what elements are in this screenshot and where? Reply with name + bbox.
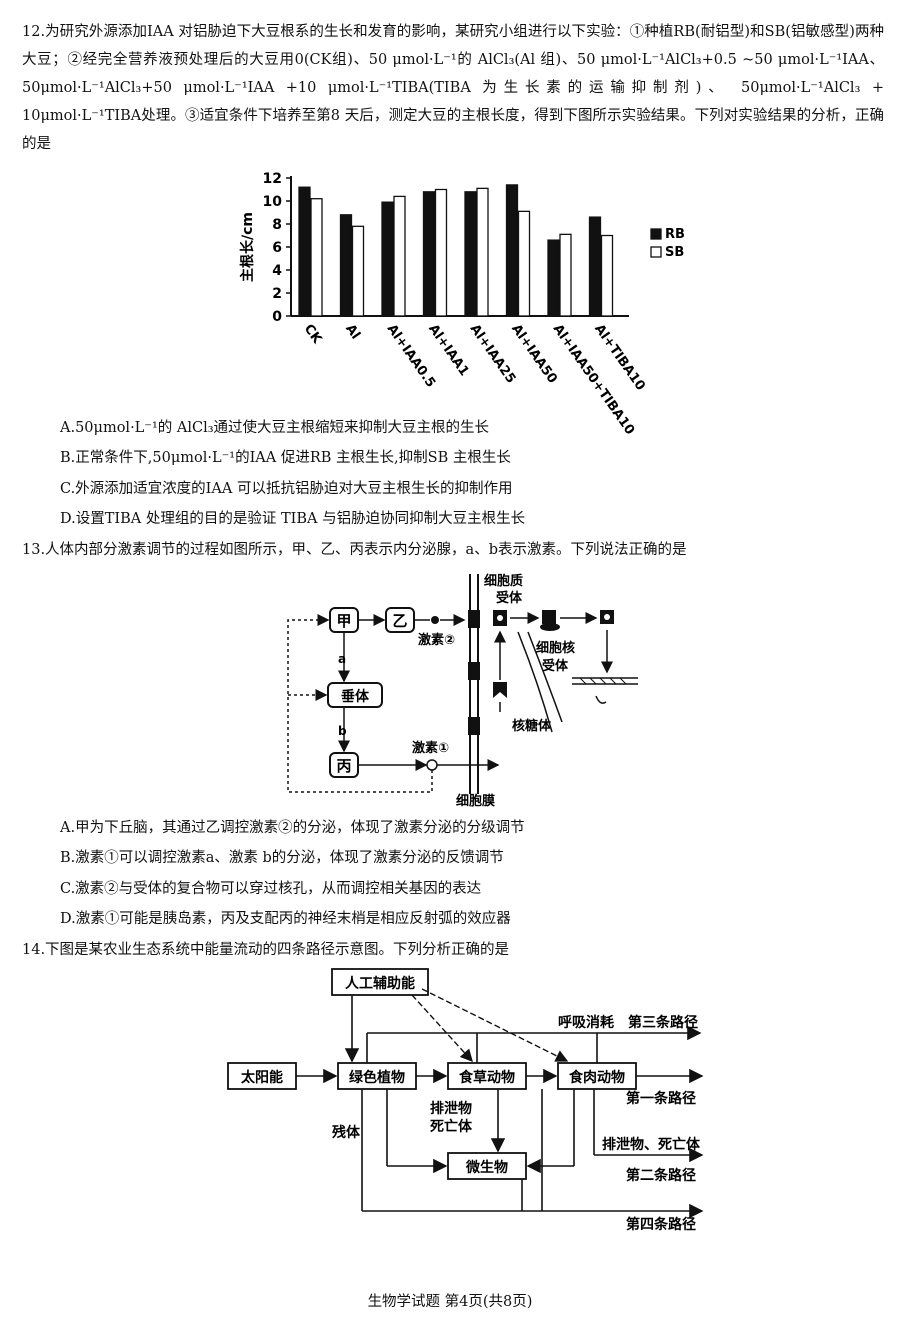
y-tick-label: 6 — [272, 240, 282, 256]
y-tick-label: 10 — [263, 194, 283, 210]
cytoplasm-receptor-label1: 细胞质 — [484, 573, 523, 589]
y-tick-label: 0 — [272, 309, 282, 325]
path1-label: 第一条路径 — [626, 1090, 696, 1107]
x-tick-label: Al+IAA50+TIBA10 — [550, 322, 637, 438]
excreta-label1: 排泄物 — [430, 1100, 472, 1117]
carnivore-box — [557, 1062, 637, 1090]
artificial-energy-box — [331, 968, 429, 996]
q13-option-a: A.甲为下丘脑，其通过乙调控激素②的分泌，体现了激素分泌的分级调节 — [60, 820, 525, 836]
y-tick-label: 2 — [272, 286, 282, 302]
hormone-regulation-diagram: 甲 乙 垂体 丙 激素② a b 激素① 细胞膜 细胞质 受体 核糖体 细胞核 … — [287, 573, 638, 809]
plants-label: 绿色植物 — [349, 1069, 405, 1086]
bar-sb — [310, 198, 323, 317]
q13-option-d: D.激素①可能是胰岛素，丙及支配丙的神经末梢是相应反射弧的效应器 — [60, 911, 511, 927]
q13-option-c: C.激素②与受体的复合物可以穿过核孔，从而调控相关基因的表达 — [60, 881, 482, 897]
bar-rb — [588, 216, 602, 317]
excreta-label2: 死亡体 — [429, 1118, 473, 1135]
ribosome-label: 核糖体 — [512, 718, 552, 734]
cytoplasm-receptor-label2: 受体 — [496, 590, 523, 606]
bar-sb — [434, 188, 448, 317]
legend-swatch-rb — [650, 228, 662, 240]
bar-rb — [339, 214, 353, 317]
q12-option-a: A.50μmol·L⁻¹的 AlCl₃通过使大豆主根缩短来抑制大豆主根的生长 — [60, 420, 490, 436]
bar-rb — [381, 201, 394, 317]
carnivore-label: 食肉动物 — [569, 1069, 625, 1086]
hormone-b-label: b — [338, 724, 347, 738]
y-axis-label: 主根长/cm — [239, 212, 256, 282]
path4-label: 第四条路径 — [626, 1216, 696, 1233]
x-tick-label: Al+IAA1 — [425, 322, 471, 379]
y-tick-label: 8 — [272, 217, 282, 233]
residue-label: 残体 — [332, 1124, 361, 1141]
excreta-dead-label: 排泄物、死亡体 — [602, 1136, 701, 1153]
feedback-dashed-line — [287, 614, 433, 793]
bar-sb — [600, 234, 614, 317]
ribosome-shape — [493, 682, 507, 698]
legend-swatch-sb — [650, 246, 662, 258]
bing-label: 丙 — [336, 757, 351, 775]
nuclear-membrane — [517, 631, 553, 733]
x-tick-label: CK — [301, 322, 325, 347]
hormone1-circle — [426, 759, 438, 771]
artificial-energy-label: 人工辅助能 — [345, 975, 415, 992]
q12-option-c: C.外源添加适宜浓度的IAA 可以抵抗铝胁迫对大豆主根生长的抑制作用 — [60, 481, 513, 497]
complex-shape-1 — [542, 610, 556, 624]
page-footer: 生物学试题 第4页(共8页) — [367, 1294, 533, 1310]
nuclear-receptor-label2: 受体 — [542, 658, 569, 674]
membrane-label: 细胞膜 — [456, 793, 495, 809]
path3-label: 第三条路径 — [628, 1014, 698, 1031]
legend-label-rb: RB — [665, 227, 685, 242]
bar-sb — [517, 210, 531, 317]
q12-option-d: D.设置TIBA 处理组的目的是验证 TIBA 与铝胁迫协同抑制大豆主根生长 — [60, 511, 526, 527]
hormone2-dot — [431, 616, 439, 624]
bar-sb — [351, 225, 365, 317]
bar-sb — [476, 187, 489, 317]
yi-label: 乙 — [392, 612, 407, 630]
plants-box — [337, 1062, 417, 1090]
nuclear-receptor-label1: 细胞核 — [536, 640, 575, 656]
herbivore-label: 食草动物 — [459, 1069, 515, 1086]
jia-label: 甲 — [336, 612, 351, 630]
y-tick-label: 4 — [272, 263, 282, 279]
bar-rb — [505, 184, 519, 317]
bar-rb — [464, 191, 477, 317]
q13-option-b: B.激素①可以调控激素a、激素 b的分泌，体现了激素分泌的反馈调节 — [60, 850, 504, 866]
energy-flow-diagram: 人工辅助能 太阳能 绿色植物 食草动物 食肉动物 微生物 第一条路径 呼吸消耗 … — [227, 968, 704, 1233]
x-tick-label: Al — [342, 322, 363, 343]
microbe-box — [447, 1152, 527, 1180]
hormone1-label: 激素① — [412, 740, 449, 756]
q12-option-b: B.正常条件下,50μmol·L⁻¹的IAA 促进RB 主根生长,抑制SB 主根… — [60, 450, 511, 466]
dna-strand — [572, 677, 638, 685]
chuiti-label: 垂体 — [341, 688, 370, 705]
bar-rb — [547, 239, 560, 317]
y-tick-label: 12 — [263, 171, 282, 187]
hormone2-label: 激素② — [418, 632, 455, 648]
path2-label: 第二条路径 — [626, 1167, 696, 1184]
microbe-label: 微生物 — [465, 1159, 508, 1176]
bar-rb — [298, 186, 311, 317]
mrna-curve — [595, 695, 607, 704]
bar-sb — [393, 195, 406, 317]
bar-sb — [559, 233, 572, 317]
bar-rb — [422, 191, 436, 317]
legend-label-sb: SB — [665, 245, 684, 260]
q13-stem: 13.人体内部分激素调节的过程如图所示，甲、乙、丙表示内分泌腺，a、b表示激素。… — [22, 542, 687, 558]
hormone-a-label: a — [338, 652, 346, 666]
q12-stem: 12.为研究外源添加IAA 对铝胁迫下大豆根系的生长和发育的影响，某研究小组进行… — [22, 24, 884, 152]
sun-box — [227, 1062, 297, 1090]
chuiti-box — [327, 682, 383, 708]
respiration-label: 呼吸消耗 — [558, 1014, 614, 1031]
q14-stem: 14.下图是某农业生态系统中能量流动的四条路径示意图。下列分析正确的是 — [22, 942, 510, 958]
sun-label: 太阳能 — [241, 1069, 283, 1086]
